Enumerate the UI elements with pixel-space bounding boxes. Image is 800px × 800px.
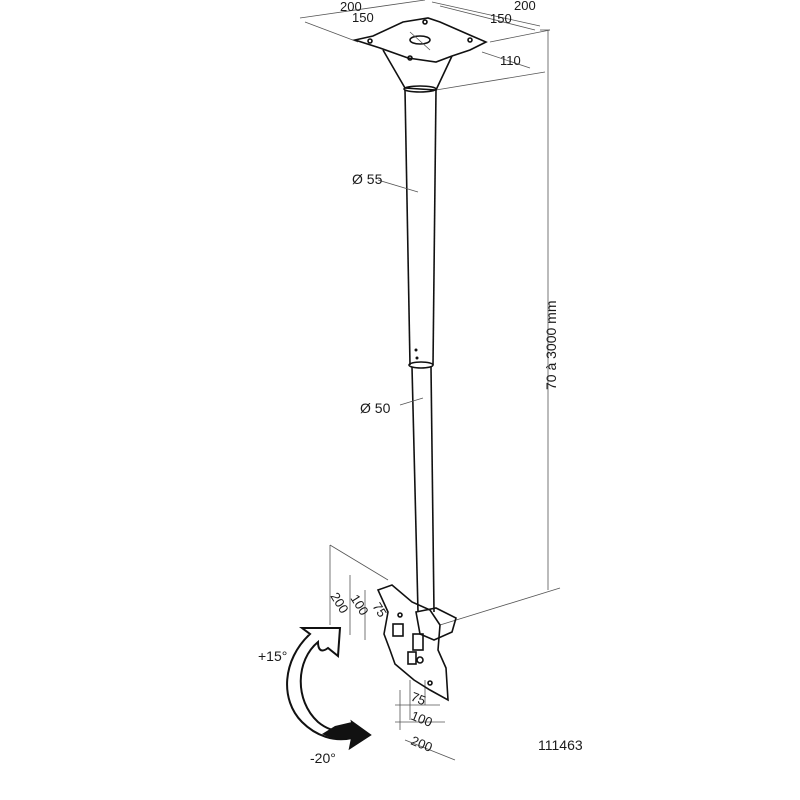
length-range-label: 70 à 3000 mm <box>543 301 559 391</box>
tilt-down-label: -20° <box>310 750 336 766</box>
vesa-left-75: 75 <box>369 600 389 620</box>
vesa-bottom-100: 100 <box>409 708 435 730</box>
top-plate-height-label: 110 <box>500 53 521 68</box>
tilt-arrow: +15° -20° <box>258 627 372 766</box>
vesa-plate-shape <box>376 584 449 702</box>
vesa-left-200: 200 <box>327 590 351 616</box>
product-code: 111463 <box>538 737 583 753</box>
vesa-bottom-75: 75 <box>409 689 428 708</box>
telescopic-pole: Ø 55 Ø 50 <box>352 89 437 613</box>
ceiling-plate: 200 150 150 200 110 <box>299 0 551 93</box>
top-dim-200-left: 200 <box>340 0 362 14</box>
top-dim-200-right: 200 <box>514 0 536 13</box>
tilt-arrow-icon <box>286 627 372 751</box>
vesa-bottom-200: 200 <box>409 733 435 755</box>
tilt-up-label: +15° <box>258 648 287 664</box>
ceiling-plate-shape <box>351 17 488 63</box>
length-dimension: 70 à 3000 mm <box>439 30 561 626</box>
top-dim-150-left: 150 <box>352 10 374 25</box>
top-dim-150-right: 150 <box>490 11 512 26</box>
lower-diameter-label: Ø 50 <box>360 400 391 416</box>
vesa-left-100: 100 <box>347 592 371 618</box>
upper-diameter-label: Ø 55 <box>352 171 383 187</box>
